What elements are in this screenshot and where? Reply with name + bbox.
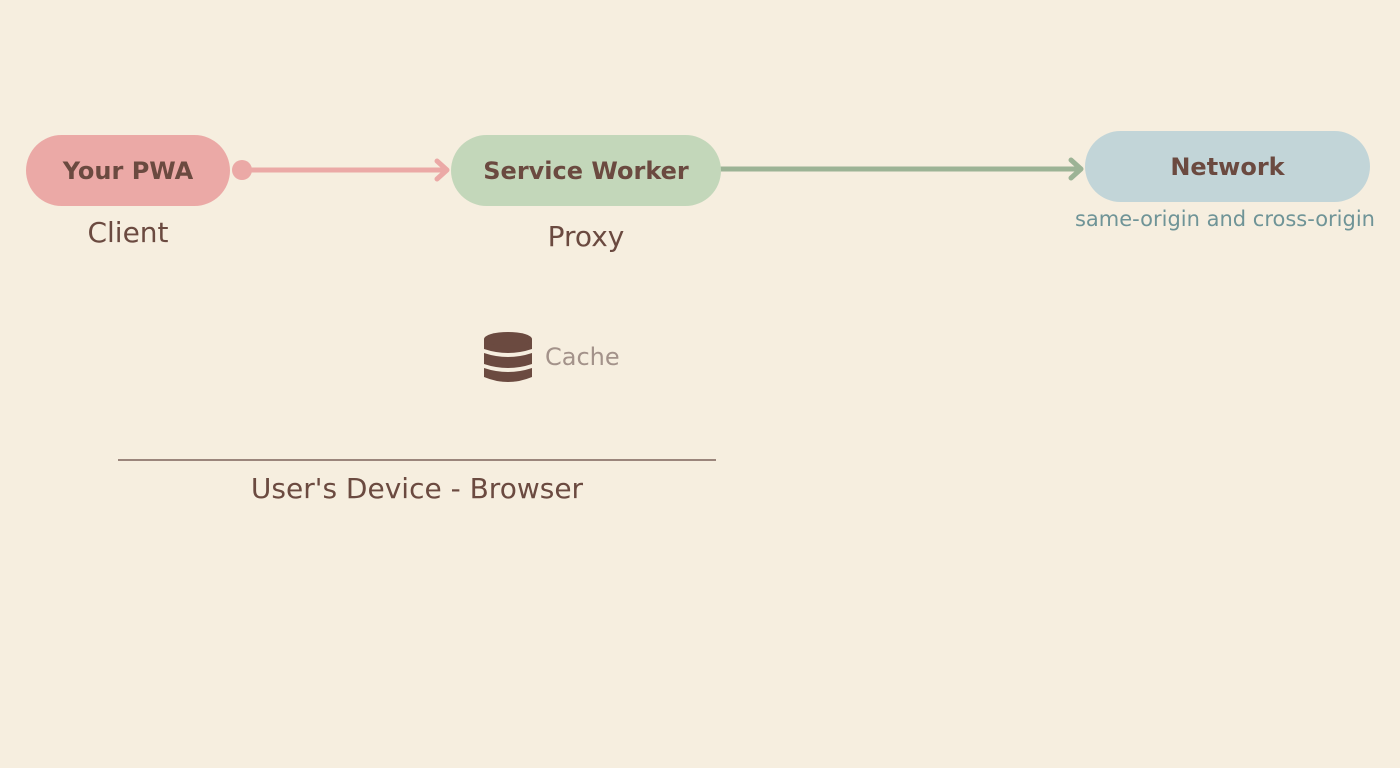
- device-boundary-line: [118, 459, 716, 461]
- cache-label: Cache: [545, 343, 620, 371]
- service-worker-node: Service Worker: [451, 135, 721, 206]
- pwa-to-service-worker-arrow: [232, 158, 450, 182]
- service-worker-to-network-arrow: [718, 157, 1084, 181]
- arrow-head: [434, 158, 450, 182]
- network-node: Network: [1085, 131, 1370, 202]
- device-label: User's Device - Browser: [250, 472, 584, 505]
- arrow-head: [1068, 157, 1084, 181]
- client-label: Client: [87, 216, 169, 249]
- proxy-label: Proxy: [547, 220, 625, 253]
- service-worker-node-label: Service Worker: [483, 156, 689, 185]
- network-sublabel: same-origin and cross-origin: [1074, 207, 1375, 231]
- network-node-label: Network: [1170, 152, 1285, 181]
- pwa-node: Your PWA: [26, 135, 230, 206]
- pwa-node-label: Your PWA: [62, 156, 194, 185]
- database-icon: [484, 332, 532, 382]
